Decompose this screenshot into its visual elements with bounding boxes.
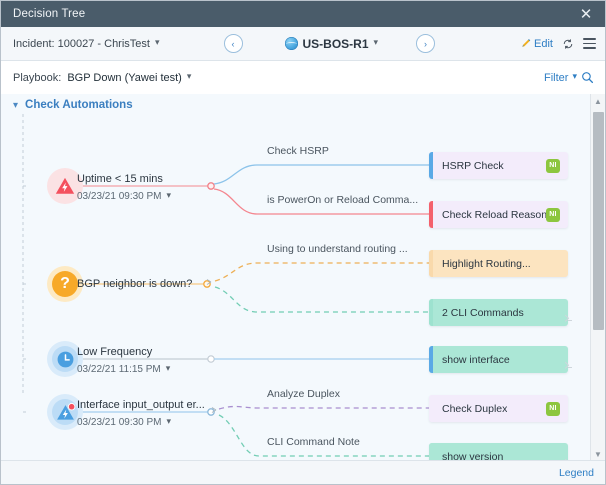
node-icon-uptime[interactable] [47, 168, 83, 204]
chevron-down-icon: ▾ [186, 71, 192, 81]
card-check-reload-reason[interactable]: Check Reload Reason NI [429, 201, 568, 228]
node-time-interface-errors[interactable]: 03/23/21 09:30 PM ▾ [77, 416, 172, 428]
edge-label-understand-routing: Using to understand routing ... [267, 243, 408, 255]
window-title-bar: Decision Tree ✕ [1, 1, 605, 27]
device-selector[interactable]: US-BOS-R1 ▾ [284, 36, 379, 51]
group-title: Check Automations [25, 99, 133, 111]
card-badge: NI [546, 207, 560, 222]
legend-bar: Legend [1, 460, 605, 484]
chevron-down-icon: ▾ [166, 416, 172, 426]
device-name: US-BOS-R1 [302, 36, 369, 51]
card-badge: NI [546, 158, 560, 173]
card-label: show version [442, 450, 504, 463]
node-icon-bgp-neighbor[interactable]: ? [47, 266, 83, 302]
card-check-duplex[interactable]: Check Duplex NI [429, 395, 568, 422]
card-label: Check Duplex [442, 402, 508, 415]
card-accent-bar [429, 250, 433, 277]
card-hsrp-check[interactable]: HSRP Check NI [429, 152, 568, 179]
next-device-button[interactable]: › [416, 34, 436, 53]
playbook-label: Playbook: [13, 71, 62, 84]
card-label: 2 CLI Commands [442, 306, 524, 319]
card-accent-bar [429, 201, 433, 228]
decision-tree-canvas[interactable]: ▾ Check Automations [1, 94, 605, 462]
search-icon[interactable] [581, 71, 594, 84]
playbook-bar: Playbook: BGP Down (Yawei test) ▾ Filter… [1, 61, 605, 94]
question-mark-icon: ? [60, 275, 70, 292]
edge-label-poweron-reload: is PowerOn or Reload Comma... [267, 194, 419, 206]
playbook-selector[interactable]: BGP Down (Yawei test) ▾ [67, 71, 192, 84]
filter-label: Filter [544, 71, 569, 84]
edit-button[interactable]: Edit [521, 38, 553, 50]
chevron-down-icon: ▾ [373, 37, 379, 47]
node-icon-interface-errors[interactable] [47, 394, 83, 430]
card-label: HSRP Check [442, 159, 504, 172]
ni-badge-icon: NI [546, 401, 560, 416]
legend-link[interactable]: Legend [558, 466, 594, 479]
card-show-interface[interactable]: show interface [429, 346, 568, 373]
card-accent-bar [429, 395, 433, 422]
card-label: Check Reload Reason [442, 208, 548, 221]
incident-toolbar: Incident: 100027 - ChrisTest ▾ ‹ US-BOS-… [1, 27, 605, 61]
node-label-uptime: Uptime < 15 mins [77, 173, 163, 185]
node-label-interface-errors: Interface input_output er... [77, 399, 205, 411]
scroll-up-arrow-icon[interactable]: ▲ [594, 97, 602, 106]
node-label-bgp-neighbor: BGP neighbor is down? [77, 278, 193, 290]
card-badge: NI [546, 401, 560, 416]
node-icon-low-frequency[interactable] [47, 341, 83, 377]
card-accent-bar [429, 346, 433, 373]
chevron-down-icon: ▾ [572, 71, 577, 81]
card-accent-bar [429, 152, 433, 179]
card-label: Highlight Routing... [442, 257, 531, 270]
chevron-down-icon: ▾ [166, 190, 172, 200]
previous-device-button[interactable]: ‹ [223, 34, 243, 53]
edit-label: Edit [534, 37, 553, 50]
chevron-down-icon: ▾ [13, 99, 19, 111]
ni-badge-icon: NI [546, 207, 560, 222]
pencil-icon [522, 39, 531, 47]
card-2-cli-commands[interactable]: 2 CLI Commands [429, 299, 568, 326]
chevron-down-icon: ▾ [154, 37, 160, 47]
alert-triangle-icon [55, 177, 75, 194]
card-accent-bar [429, 443, 433, 462]
edge-label-check-hsrp: Check HSRP [267, 145, 329, 157]
incident-selector[interactable]: Incident: 100027 - ChrisTest ▾ [13, 37, 160, 50]
filter-control[interactable]: Filter ▾ [544, 71, 594, 84]
alert-triangle-badge-icon [56, 402, 75, 420]
scroll-down-arrow-icon[interactable]: ▼ [594, 450, 602, 459]
close-icon[interactable]: ✕ [579, 5, 593, 23]
card-accent-bar [429, 299, 433, 326]
group-header-check-automations[interactable]: ▾ Check Automations [13, 99, 133, 111]
card-highlight-routing[interactable]: Highlight Routing... [429, 250, 568, 277]
hamburger-menu-icon[interactable] [583, 38, 596, 49]
chevron-down-icon: ▾ [165, 363, 171, 373]
clock-icon [57, 351, 73, 367]
chevron-left-icon: ‹ [231, 38, 235, 49]
node-label-low-frequency: Low Frequency [77, 346, 153, 358]
incident-label: Incident: 100027 - ChrisTest [13, 37, 150, 50]
window-title: Decision Tree [13, 8, 86, 20]
playbook-value: BGP Down (Yawei test) [67, 71, 182, 84]
card-show-version[interactable]: show version [429, 443, 568, 462]
canvas-vertical-scrollbar[interactable]: ▲ ▼ [590, 94, 605, 462]
card-label: show interface [442, 353, 510, 366]
node-time-low-frequency[interactable]: 03/22/21 11:15 PM ▾ [77, 363, 171, 375]
ni-badge-icon: NI [546, 158, 560, 173]
edge-label-analyze-duplex: Analyze Duplex [267, 388, 340, 400]
toolbar-actions: Edit [521, 38, 596, 50]
edge-label-cli-command-note: CLI Command Note [267, 436, 360, 448]
node-time-uptime[interactable]: 03/23/21 09:30 PM ▾ [77, 190, 172, 202]
sync-icon[interactable] [562, 38, 574, 50]
scrollbar-thumb[interactable] [593, 112, 604, 330]
globe-icon [284, 37, 298, 50]
chevron-right-icon: › [424, 38, 428, 49]
